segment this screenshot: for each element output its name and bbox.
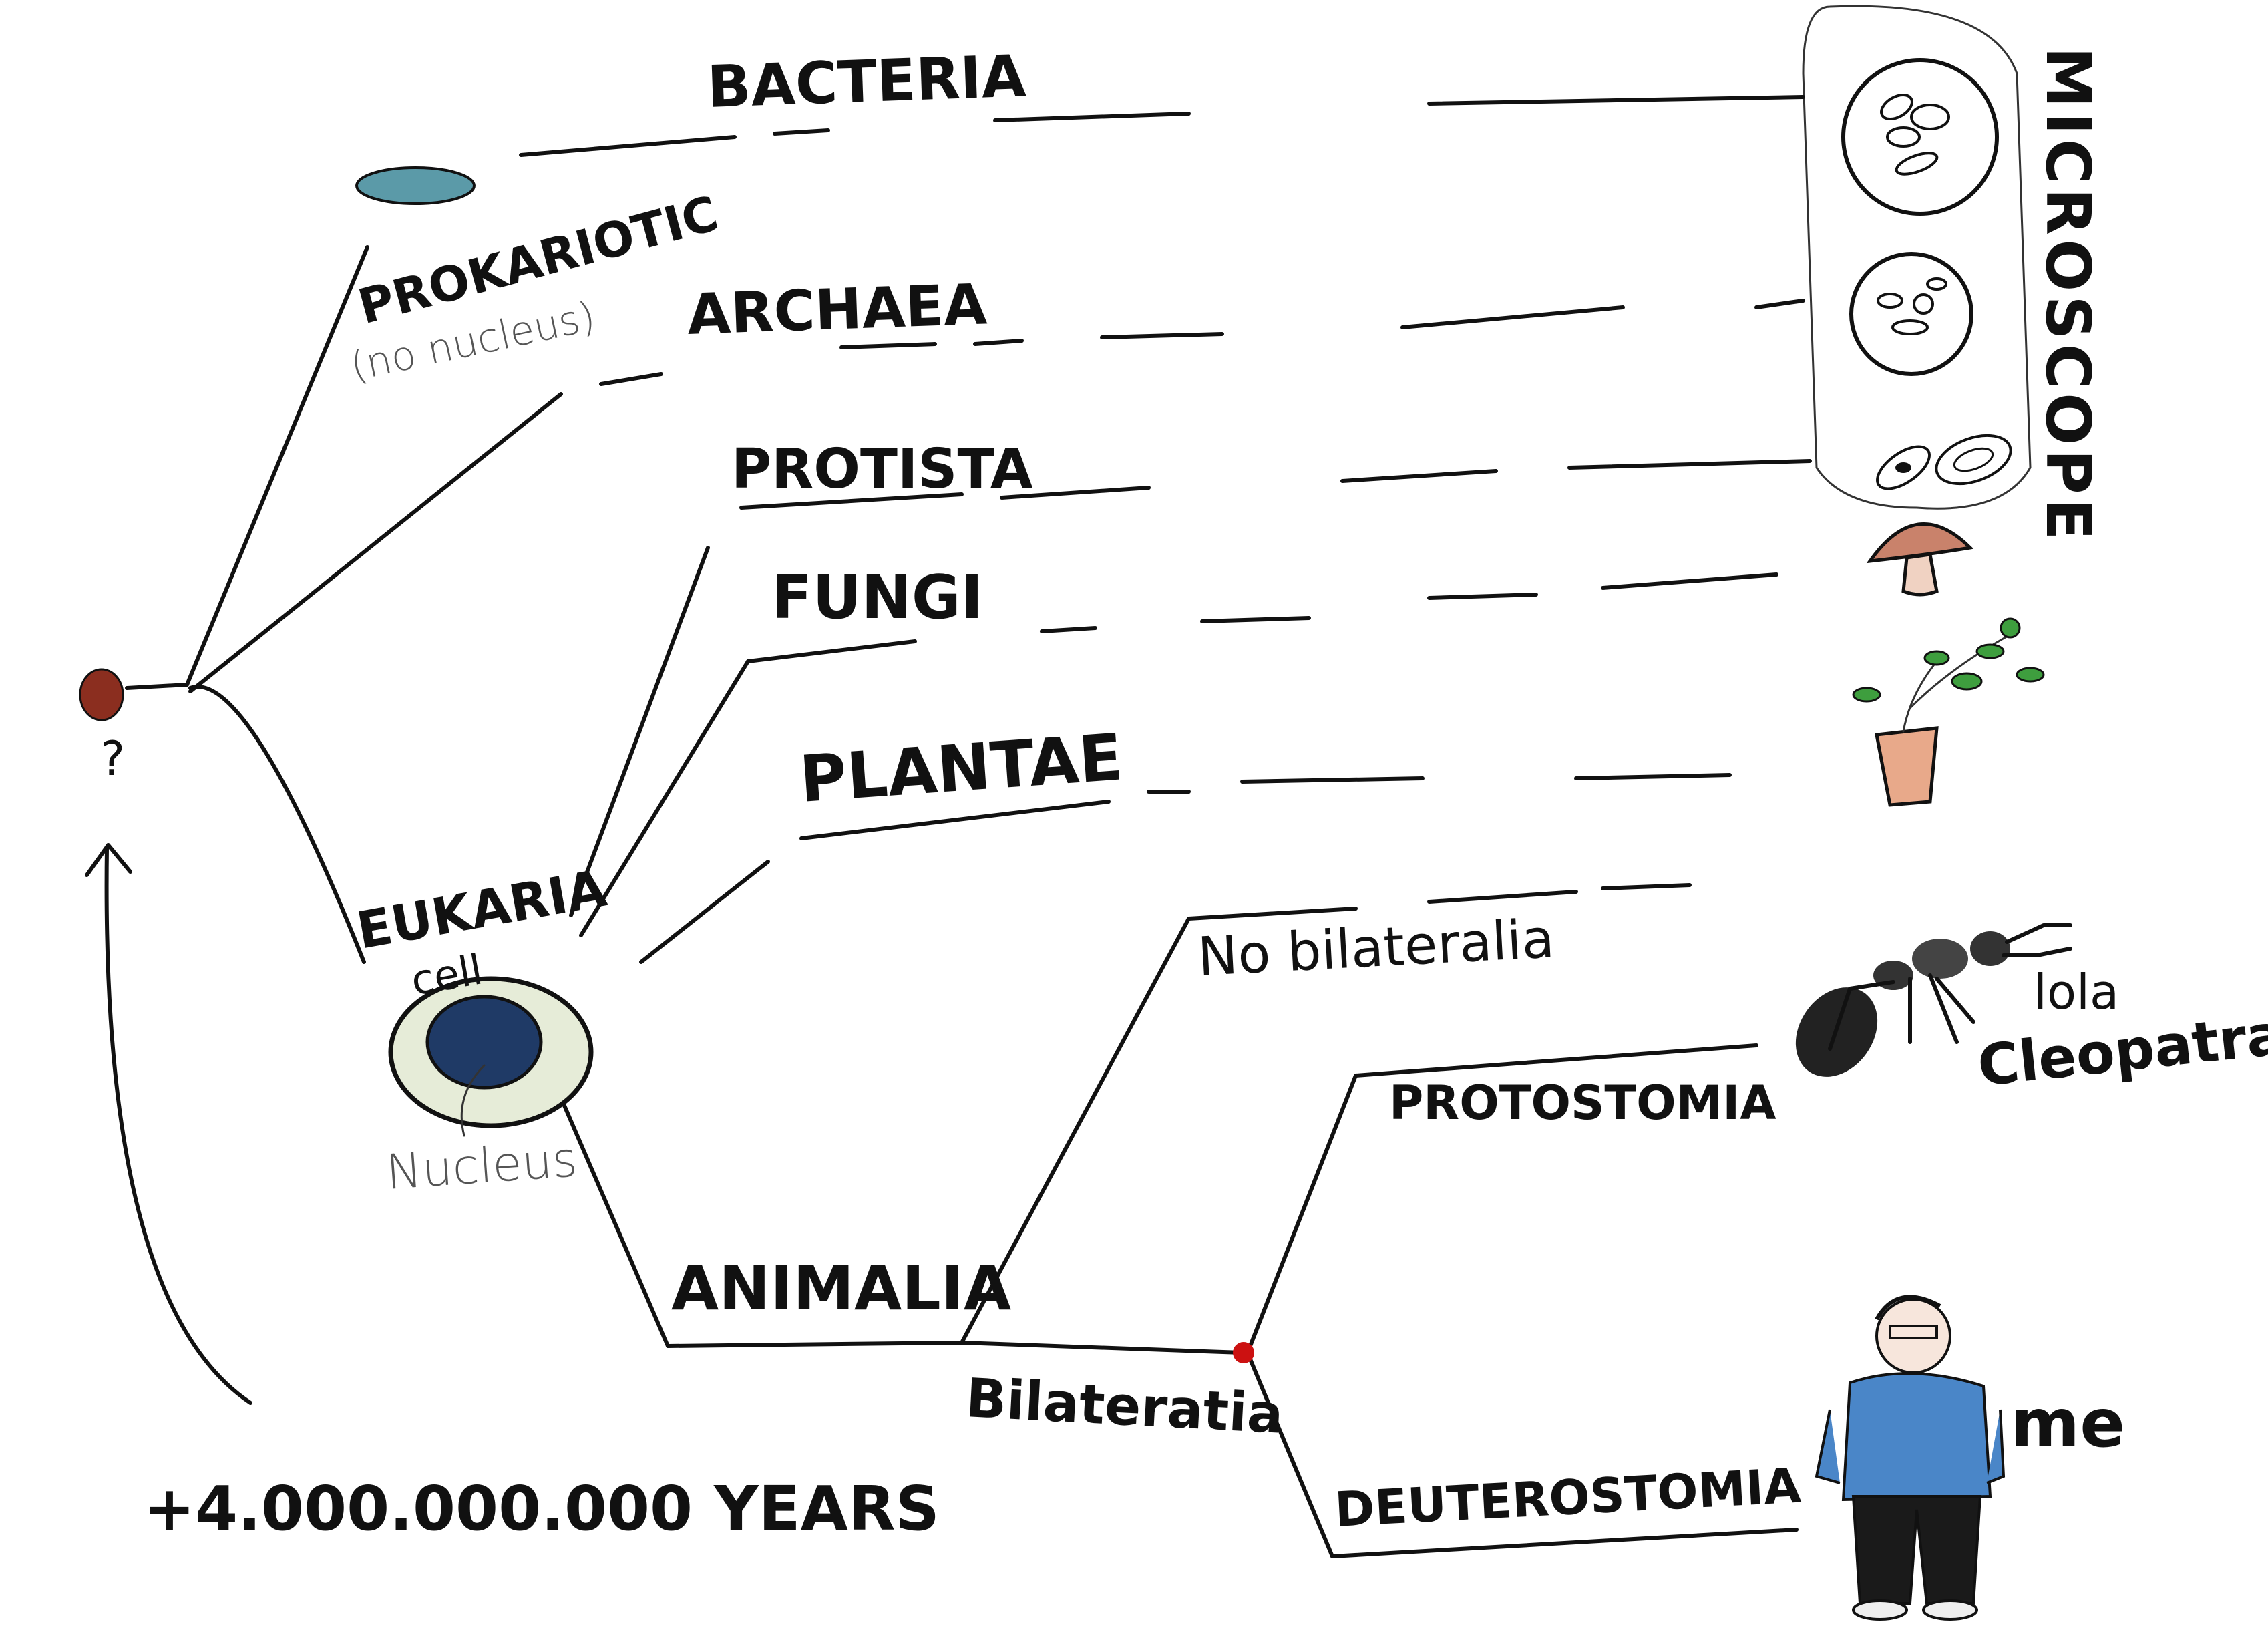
mushroom-icon — [1866, 522, 1974, 597]
line-plantae — [799, 800, 1111, 840]
branch-root — [125, 683, 189, 690]
line-bacteria-dash1 — [773, 128, 830, 136]
label-deuterostomia: DEUTEROSTOMIA — [1333, 1458, 1802, 1538]
label-bilateralia: Bilateratia — [964, 1367, 1285, 1446]
archaea-cell-icon — [1849, 252, 1973, 376]
potted-plant-icon — [1852, 617, 2045, 807]
branch-protostomia — [1247, 1074, 1358, 1351]
line-protista-dash3 — [1567, 459, 1812, 470]
question-mark: ? — [100, 731, 125, 786]
line-animalia-to-bilateralia — [960, 1341, 1244, 1355]
time-arrow-head — [85, 843, 132, 877]
label-fungi: FUNGI — [771, 562, 983, 633]
branch-prokariotic — [185, 245, 369, 687]
line-no-bilateralia-dash1 — [1427, 890, 1578, 904]
branch-eukaria — [188, 685, 366, 964]
branch-animalia — [552, 1080, 670, 1348]
label-cleopatra: Cleopatra — [1975, 1001, 2268, 1099]
line-no-bilateralia — [1187, 907, 1358, 921]
label-protostomia: PROTOSTOMIA — [1389, 1076, 1776, 1130]
eukaryote-cell-icon — [388, 976, 594, 1137]
branch-no-bilateralia — [960, 917, 1191, 1345]
root-dot — [79, 668, 124, 721]
line-fungi-dash2 — [1200, 616, 1311, 623]
label-no-bilateralia: No bilateralia — [1196, 907, 1556, 988]
ant-icon — [1795, 923, 2072, 1077]
label-nucleus: Nucleus — [384, 1131, 579, 1200]
label-me: me — [2010, 1384, 2125, 1462]
branch-plantae — [639, 860, 770, 964]
line-archaea-dash2 — [839, 342, 937, 349]
line-archaea-dash1 — [599, 372, 663, 386]
branch-fungi — [579, 659, 750, 937]
bilateralia-dot — [1233, 1342, 1254, 1363]
line-protostomia — [1354, 1043, 1758, 1078]
line-protista-dash2 — [1340, 469, 1498, 483]
line-animalia — [666, 1341, 964, 1348]
line-archaea-dash3 — [973, 339, 1024, 346]
label-years: +4.000.000.000 YEARS — [144, 1473, 940, 1544]
line-bacteria — [519, 135, 737, 157]
label-lola: lola — [2034, 964, 2119, 1020]
line-deuterostomia — [1330, 1528, 1799, 1558]
label-bacteria: BACTERIA — [706, 43, 1027, 121]
line-fungi — [746, 639, 917, 663]
line-protista-dash1 — [1000, 486, 1151, 500]
branch-protista — [569, 546, 710, 917]
bacteria-cell-icon — [1841, 58, 1999, 216]
time-arrow-line — [104, 846, 252, 1405]
line-archaea-dash6 — [1754, 299, 1805, 309]
line-fungi-dash4 — [1601, 572, 1778, 590]
line-plantae-dash2 — [1240, 776, 1425, 784]
label-animalia: ANIMALIA — [671, 1253, 1011, 1324]
label-archaea: ARCHAEA — [686, 271, 988, 347]
line-protista — [739, 492, 964, 510]
branch-deuterostomia — [1247, 1354, 1334, 1558]
label-microscope: MICROSCOPE — [2032, 47, 2104, 544]
line-no-bilateralia-dash2 — [1601, 883, 1692, 890]
line-archaea-dash5 — [1400, 305, 1625, 329]
protist-icon — [1876, 434, 2012, 490]
line-bacteria-dash2 — [993, 112, 1191, 122]
line-bacteria-dash3 — [1427, 95, 1805, 106]
label-eukaria: EUKARIA — [353, 858, 611, 961]
label-cell: cell — [407, 945, 486, 1005]
prokaryote-cell-icon — [355, 166, 476, 205]
label-plantae: PLANTAE — [797, 719, 1125, 816]
person-icon — [1815, 1295, 2006, 1621]
label-protista: PROTISTA — [731, 438, 1033, 501]
microscope-frame — [1802, 5, 2032, 510]
line-fungi-dash1 — [1040, 626, 1097, 633]
branch-archaea-base — [188, 392, 563, 693]
line-plantae-dash3 — [1574, 773, 1732, 780]
line-archaea-dash4 — [1100, 332, 1224, 339]
line-fungi-dash3 — [1427, 593, 1538, 600]
